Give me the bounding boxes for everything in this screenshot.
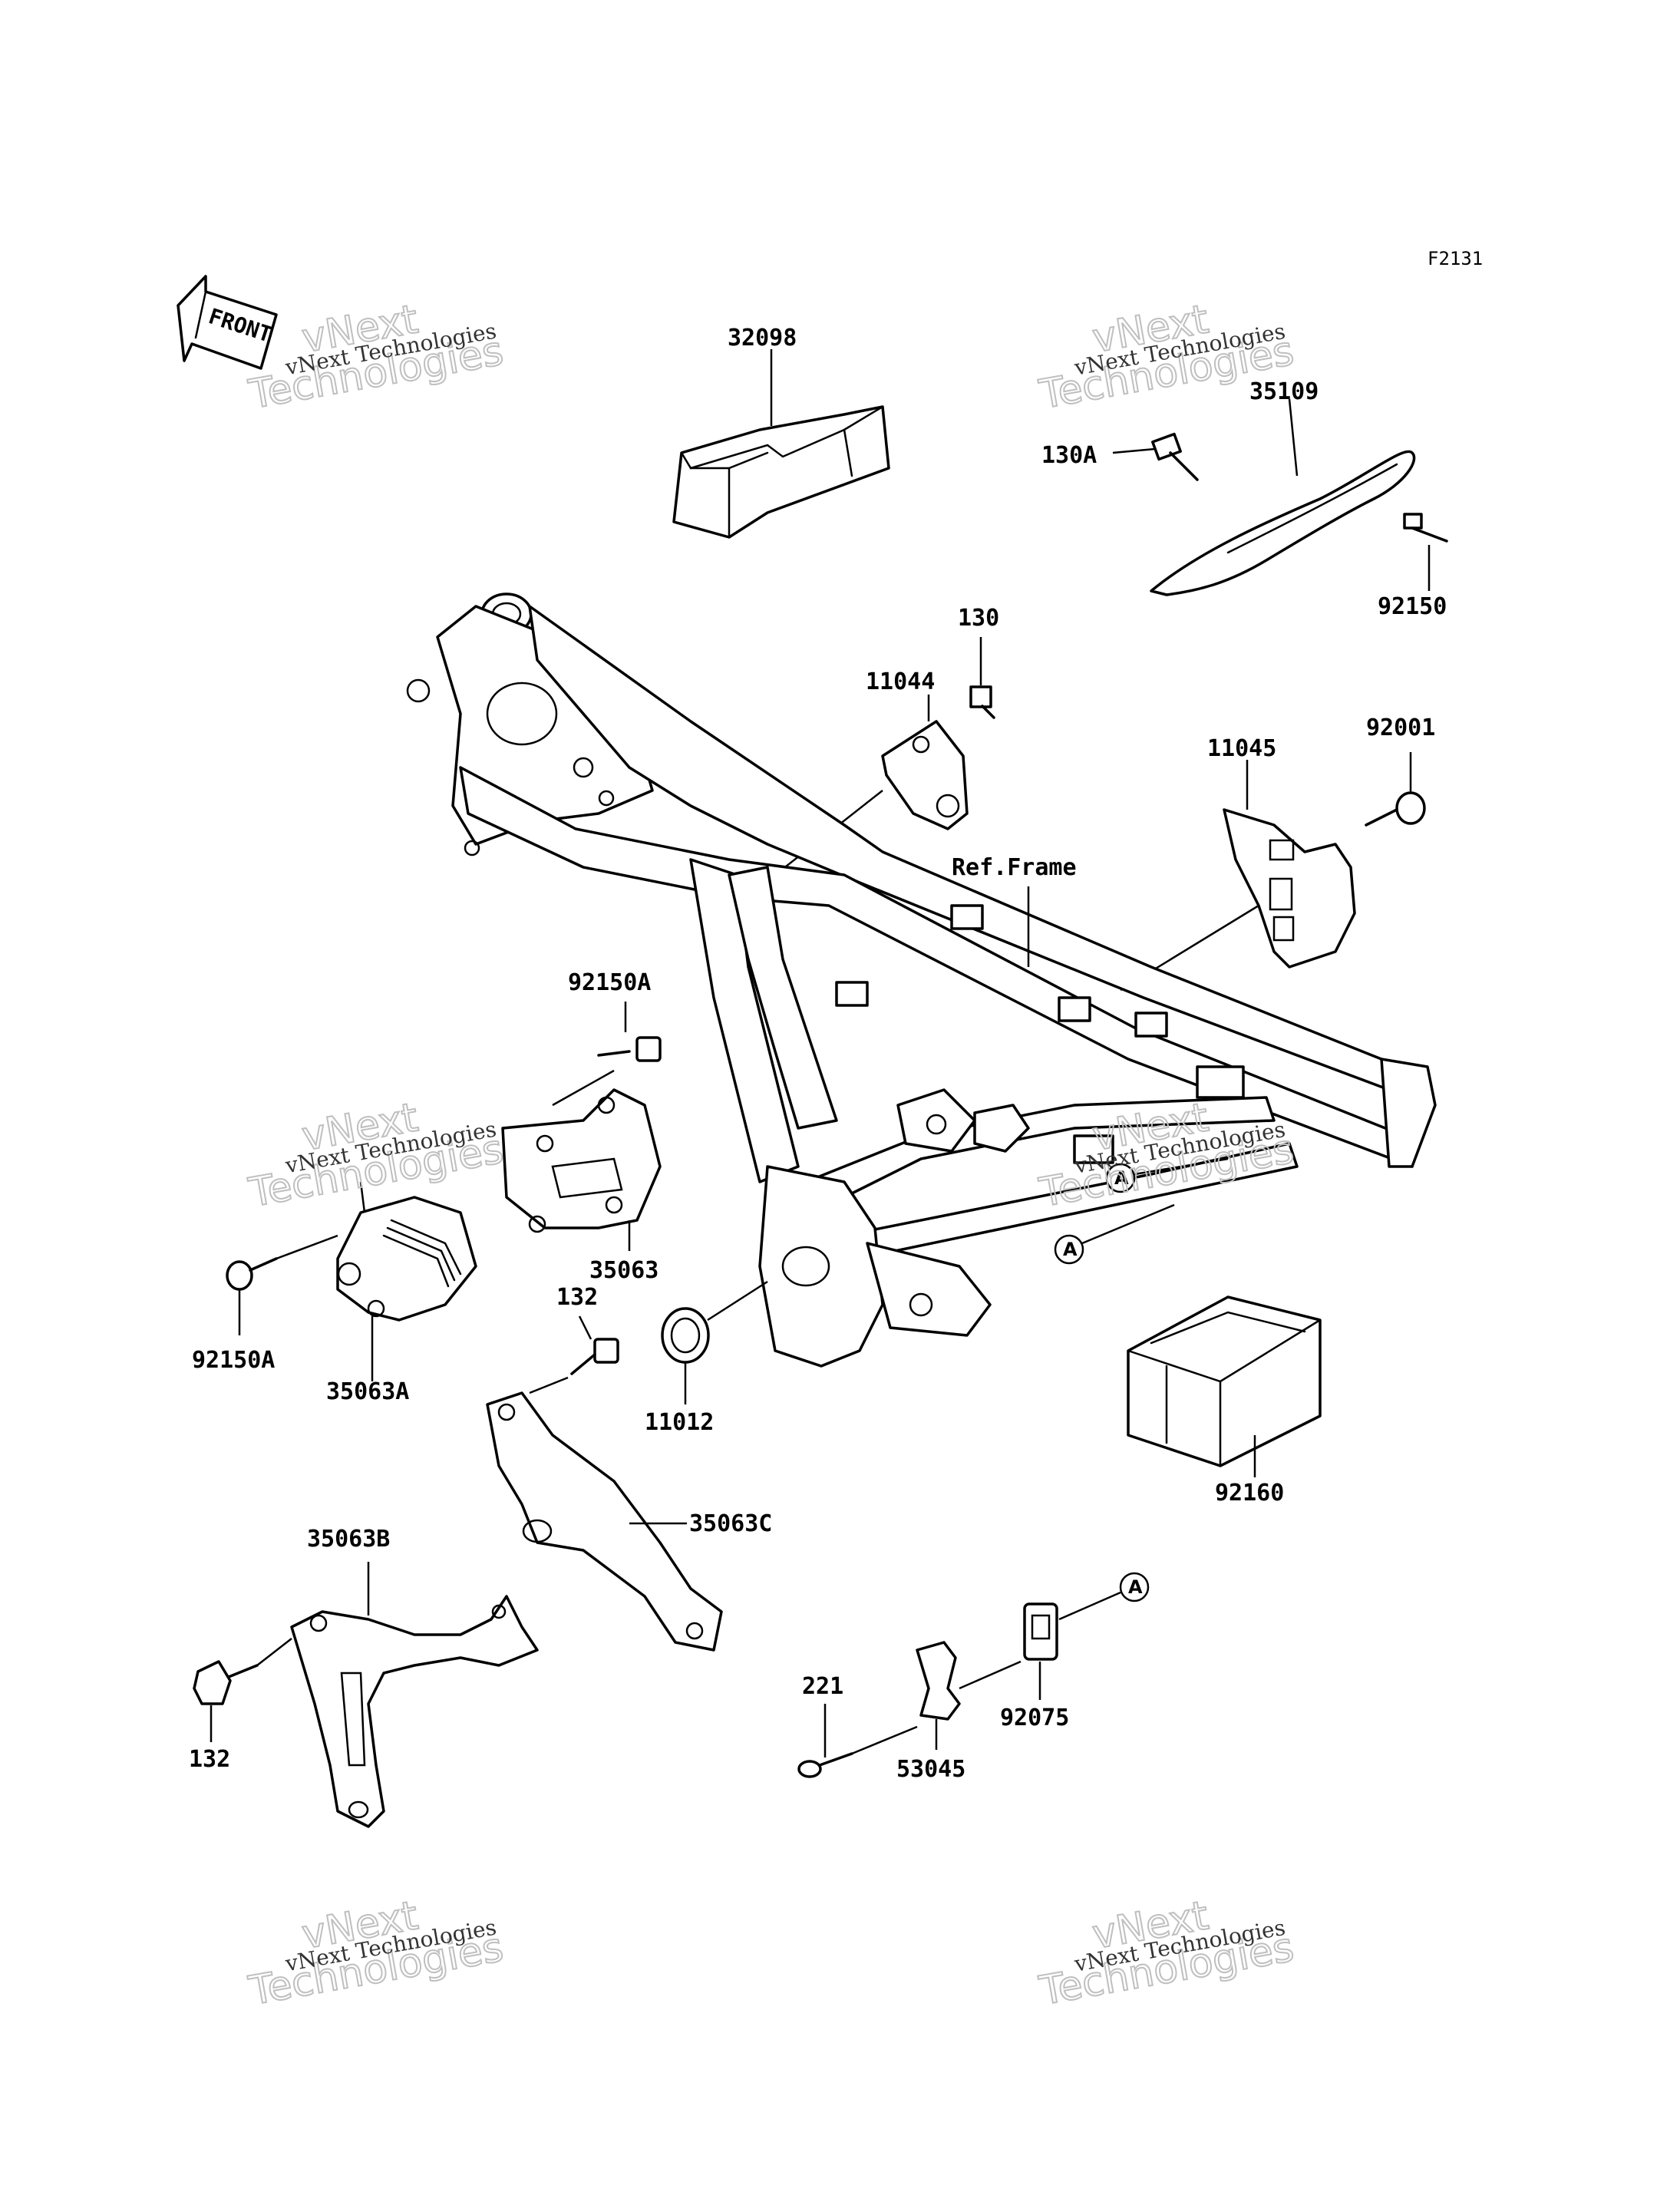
part-11012-grommet <box>661 1307 710 1364</box>
part-92075-pad <box>1023 1602 1058 1661</box>
callout-11044: 11044 <box>866 668 935 695</box>
watermark-top-left: vNext Technologies vNext Technologies <box>245 295 507 419</box>
callout-35063C: 35063C <box>689 1510 772 1537</box>
bolt-92001-icon <box>1365 791 1426 827</box>
callout-92160: 92160 <box>1215 1480 1284 1507</box>
part-35063B-bracket <box>290 1595 539 1828</box>
callout-11012: 11012 <box>645 1409 714 1436</box>
callout-35063: 35063 <box>589 1257 658 1284</box>
callout-130A: 130A <box>1041 442 1097 469</box>
callout-132-mid: 132 <box>556 1284 598 1311</box>
watermark-mid-left: vNext Technologies vNext Technologies <box>245 1094 507 1217</box>
marker-a-lower: A <box>1054 1203 1175 1265</box>
callout-32098: 32098 <box>728 325 797 351</box>
svg-text:A: A <box>1063 1239 1078 1260</box>
ref-frame-label: Ref.Frame <box>952 854 1077 881</box>
svg-text:A: A <box>1128 1576 1143 1598</box>
frame-assembly <box>406 592 1437 1368</box>
part-11044-bracket <box>881 720 969 830</box>
svg-text:A: A <box>1114 1167 1129 1189</box>
part-11045-plate <box>1223 808 1356 969</box>
bolt-92150A-top-icon <box>597 1036 662 1062</box>
callout-35063A: 35063A <box>326 1378 409 1405</box>
part-92160-box <box>1127 1295 1322 1467</box>
callout-92150A-top: 92150A <box>568 969 651 996</box>
callout-53045: 53045 <box>896 1756 965 1783</box>
callout-92075: 92075 <box>1000 1705 1069 1731</box>
front-arrow-icon: FRONT <box>177 275 278 370</box>
watermark-bottom-right: vNext Technologies vNext Technologies <box>1035 1892 1298 2015</box>
bolt-92150-icon <box>1403 513 1448 543</box>
bolt-92150A-left-icon <box>226 1257 278 1291</box>
bolt-132-mid-icon <box>570 1338 619 1375</box>
part-32098-cover <box>672 405 890 539</box>
callout-132-low: 132 <box>189 1746 230 1773</box>
part-35063C-bracket <box>486 1391 723 1652</box>
part-35109-guard <box>1150 450 1416 596</box>
part-53045-clip <box>916 1641 961 1721</box>
callout-35063B: 35063B <box>307 1526 390 1553</box>
marker-a-upper: A <box>1105 1157 1229 1193</box>
callout-130: 130 <box>958 605 999 632</box>
screw-221-icon <box>797 1752 853 1778</box>
callout-92150: 92150 <box>1378 593 1447 620</box>
callout-92150A-left: 92150A <box>192 1347 275 1374</box>
bolt-130A-icon <box>1151 432 1199 481</box>
callout-221: 221 <box>802 1673 843 1700</box>
callout-11045: 11045 <box>1207 735 1276 762</box>
part-35063-plate <box>501 1088 662 1233</box>
figure-id: F2131 <box>1428 248 1483 269</box>
marker-a-bottom: A <box>1119 1572 1150 1602</box>
callout-35109: 35109 <box>1249 378 1319 405</box>
callout-92001: 92001 <box>1366 715 1435 741</box>
bolt-132-low-icon <box>193 1660 259 1705</box>
part-35063A-plate <box>336 1196 477 1322</box>
watermark-bottom-left: vNext Technologies vNext Technologies <box>245 1892 507 2015</box>
bolt-130-icon <box>969 685 995 719</box>
